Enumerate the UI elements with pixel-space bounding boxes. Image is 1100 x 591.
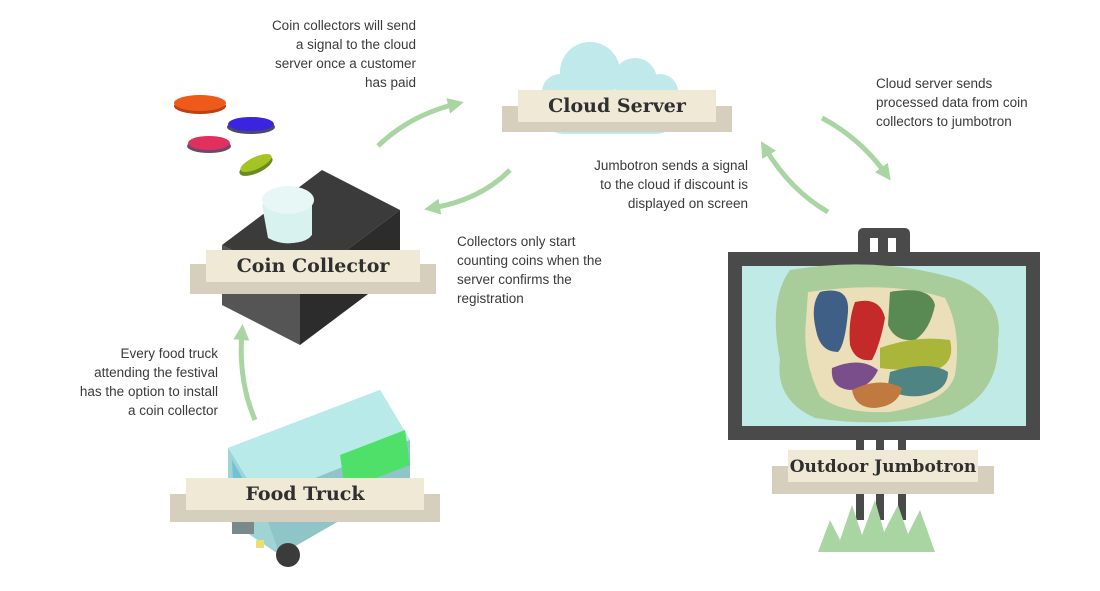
coin-stack-icon — [174, 95, 275, 176]
food-truck-label: Food Truck — [245, 483, 365, 505]
note-coin-to-cloud: Coin collectors will send a signal to th… — [271, 18, 416, 90]
coin-collector-ribbon: Coin Collector — [190, 250, 436, 294]
arrow-cloud-to-coin — [424, 168, 512, 215]
food-truck-ribbon: Food Truck — [170, 478, 440, 522]
billboard-icon — [728, 228, 1040, 552]
coin-collector-label: Coin Collector — [237, 255, 391, 277]
outdoor-jumbotron-label: Outdoor Jumbotron — [790, 457, 977, 477]
arrow-cloud-to-jumbotron — [820, 115, 891, 181]
note-cloud-to-jumbotron: Cloud server sends processed data from c… — [876, 76, 1028, 129]
cloud-server-label: Cloud Server — [548, 95, 687, 117]
arrow-jumbotron-to-cloud — [760, 141, 830, 215]
cloud-server-ribbon: Cloud Server — [502, 90, 732, 132]
note-jumbotron-to-cloud: Jumbotron sends a signal to the cloud if… — [594, 158, 748, 211]
note-truck-to-coin: Every food truck attending the festival … — [79, 346, 218, 418]
note-cloud-to-coin: Collectors only start counting coins whe… — [457, 234, 602, 306]
arrow-truck-to-coin — [233, 324, 258, 421]
outdoor-jumbotron-ribbon: Outdoor Jumbotron — [772, 450, 994, 494]
arrow-coin-to-cloud — [376, 98, 464, 148]
